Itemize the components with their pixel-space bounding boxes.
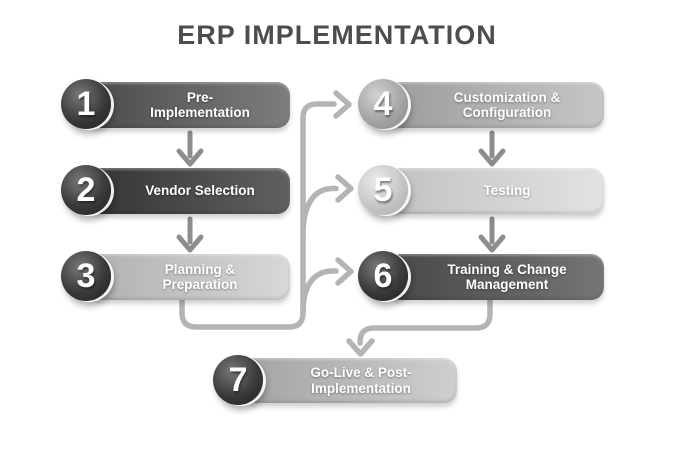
page-title: ERP IMPLEMENTATION bbox=[177, 20, 497, 50]
step-4-number-badge: 4 bbox=[358, 79, 408, 129]
step-4-bar: Customization & Configuration bbox=[388, 82, 604, 128]
connector-step6-step7 bbox=[346, 298, 493, 357]
step-2-number: 2 bbox=[76, 170, 96, 209]
connector-step3-step4 bbox=[179, 90, 352, 330]
step-6-number: 6 bbox=[373, 256, 393, 295]
step-5-bar: Testing bbox=[388, 168, 604, 214]
step-6-label: Training & Change Management bbox=[447, 261, 567, 292]
step-2-number-badge: 2 bbox=[61, 165, 111, 215]
step-3-label: Planning & Preparation bbox=[162, 261, 238, 292]
step-1-bar: Pre- Implementation bbox=[88, 82, 290, 128]
step-7-number-badge: 7 bbox=[213, 355, 263, 405]
step-7-bar: Go-Live & Post- Implementation bbox=[243, 358, 457, 403]
step-4-number: 4 bbox=[373, 84, 393, 123]
step-4-label: Customization & Configuration bbox=[453, 89, 561, 120]
arrow-step4-step5-icon bbox=[478, 130, 506, 167]
connector-rail-step6 bbox=[300, 257, 354, 315]
step-3-bar: Planning & Preparation bbox=[88, 254, 290, 300]
step-6-number-badge: 6 bbox=[358, 251, 408, 301]
arrow-step5-step6-icon bbox=[478, 216, 506, 253]
step-5-number: 5 bbox=[373, 170, 393, 209]
step-7-number: 7 bbox=[228, 360, 248, 399]
step-6-bar: Training & Change Management bbox=[388, 254, 604, 300]
arrow-step1-step2-icon bbox=[176, 130, 204, 167]
step-2-label: Vendor Selection bbox=[145, 183, 255, 199]
arrow-step2-step3-icon bbox=[176, 216, 204, 253]
step-1-number: 1 bbox=[76, 84, 96, 123]
step-5-label: Testing bbox=[483, 183, 531, 199]
step-3-number: 3 bbox=[76, 256, 96, 295]
step-1-number-badge: 1 bbox=[61, 79, 111, 129]
step-2-bar: Vendor Selection bbox=[88, 168, 290, 214]
step-3-number-badge: 3 bbox=[61, 251, 111, 301]
step-1-label: Pre- Implementation bbox=[150, 89, 250, 120]
step-5-number-badge: 5 bbox=[358, 165, 408, 215]
step-7-label: Go-Live & Post- Implementation bbox=[310, 365, 412, 396]
connector-rail-step5 bbox=[300, 174, 354, 237]
